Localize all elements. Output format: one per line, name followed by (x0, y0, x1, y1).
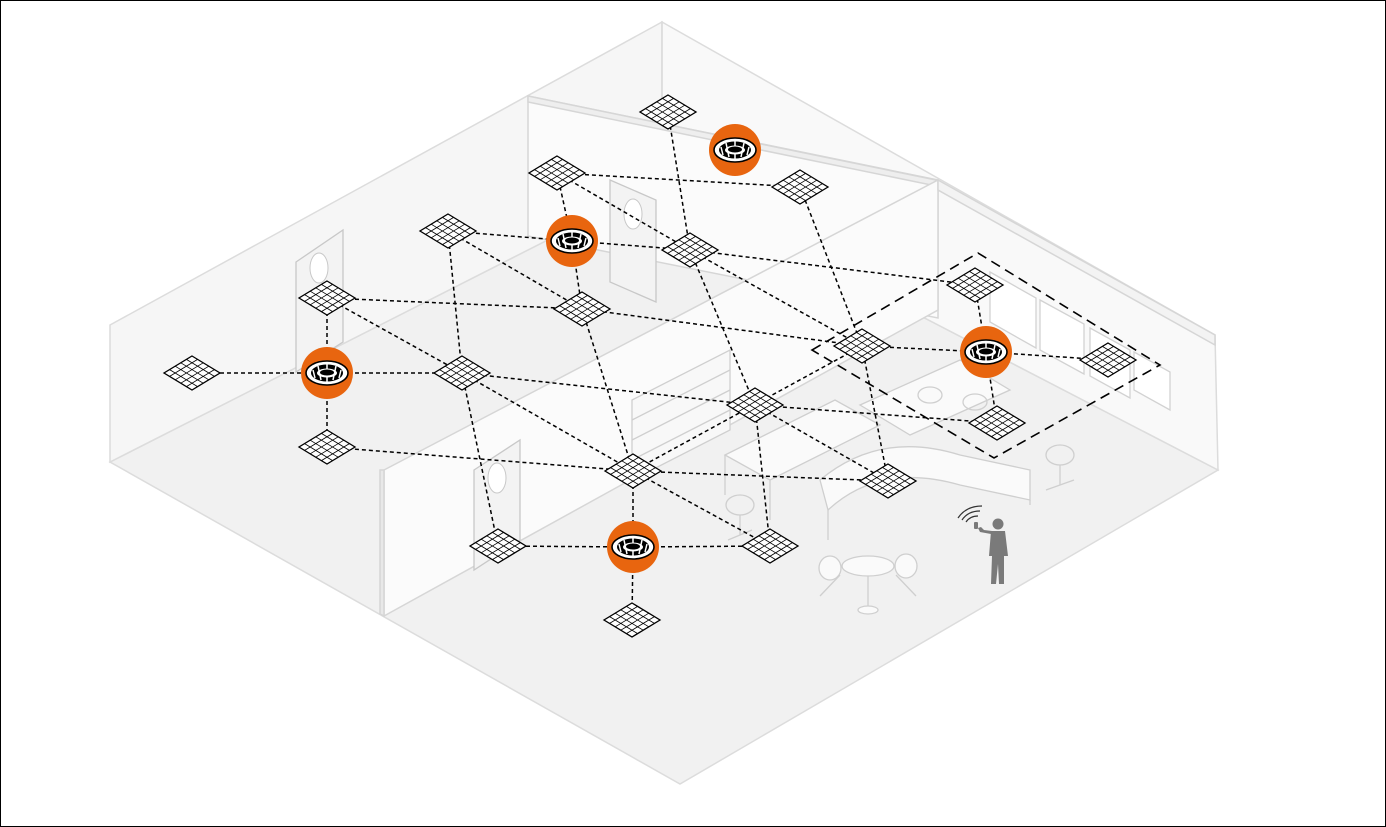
round-table (818, 553, 918, 615)
network-link (461, 372, 499, 547)
network-link (799, 186, 863, 347)
network-link (632, 470, 889, 482)
bookshelf (631, 348, 731, 482)
sensor-gateway-icon (300, 346, 354, 400)
network-link (689, 249, 863, 347)
network-link (326, 297, 583, 310)
person-with-phone-icon (974, 518, 1008, 584)
network-link (754, 404, 889, 482)
network-link (631, 546, 634, 621)
network-link (556, 172, 801, 188)
network-link (461, 372, 756, 406)
office-chairs (725, 386, 1075, 541)
sensor-gateway-icon (708, 123, 762, 177)
building-shell (108, 20, 1220, 785)
network-link (632, 345, 863, 472)
highlighted-zone-outline (810, 252, 1162, 459)
windows (989, 270, 1171, 412)
door-center-room (609, 179, 657, 303)
network-link (861, 345, 889, 482)
network-link (754, 404, 998, 424)
network-link (689, 249, 976, 286)
network-link (447, 230, 583, 310)
network-link (556, 172, 691, 251)
sensor-gateway-icon (606, 520, 660, 574)
network-link (326, 297, 463, 374)
network-link (581, 308, 634, 472)
network-link (461, 372, 634, 472)
network-link (581, 308, 863, 347)
wireless-signal-icon (957, 505, 983, 523)
network-link (667, 111, 691, 251)
sensor-gateway-icon (545, 214, 599, 268)
network-link (447, 230, 463, 374)
network-link (632, 470, 771, 547)
sensor-gateway-icon (959, 325, 1013, 379)
network-link (326, 446, 634, 472)
